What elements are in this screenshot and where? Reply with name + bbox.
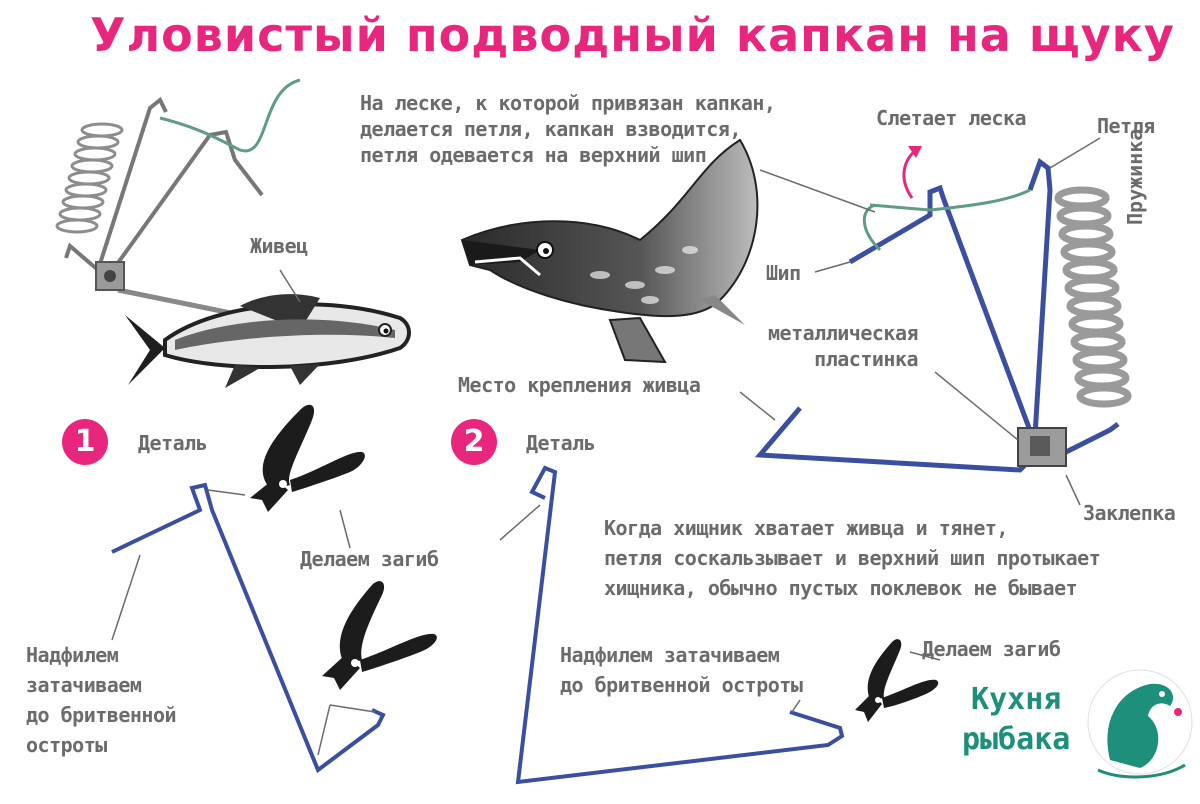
detail-2-wire [515,465,845,785]
logo-emblem [1087,669,1193,779]
pliers-3 [855,639,939,722]
label-sletaet-leska: Слетает леска [876,106,1027,130]
step-1-badge: 1 [62,419,108,465]
callout-lines [739,137,1101,506]
label-sharpen-1: Надфилем затачиваем до бритвенной острот… [26,643,177,757]
blue-wire-main [754,184,1041,473]
blue-line [869,188,1031,212]
logo-text: Кухня рыбака [962,682,1071,757]
detail-1-wire [111,482,386,774]
label-petlya: Петля [1097,114,1155,138]
label-zhivets: Живец [250,234,308,258]
label-make-bend-2: Делаем загиб [922,637,1061,661]
label-make-bend-1: Делаем загиб [300,547,439,571]
label-sharpen-2: Надфилем затачиваем до бритвенной острот… [560,643,803,697]
arrow-up [902,148,918,199]
page-title: Уловистый подводный капкан на щуку [90,8,1175,62]
label-pruzhinka: Пружинка [1123,128,1147,225]
label-detal-1: Деталь [138,431,208,455]
detail-1-callouts [111,489,376,756]
label-when-predator: Когда хищник хватает живца и тянет, петл… [604,516,1101,600]
sketch-spring [55,122,124,234]
pike-fish [460,138,759,364]
sketch-wire [64,96,264,276]
trap-sketch [55,78,411,388]
label-detal-2: Деталь [526,431,596,455]
pliers-1 [250,404,365,512]
label-metal-plate: металлическая пластинка [768,321,919,371]
sketch-line [159,78,301,153]
step-2-badge: 2 [451,419,497,465]
detail-2-callouts [499,504,941,713]
sketch-plate [95,261,125,291]
blue-trap [754,146,1132,473]
label-ship: Шип [766,261,801,285]
pliers-2 [322,581,437,690]
blue-spring [1054,186,1132,408]
instruction-top: На леске, к которой привязан капкан, дел… [360,91,776,167]
blue-wire-right [1027,157,1120,458]
label-attach-place: Место крепления живца [458,373,701,397]
label-zaklepka: Заклепка [1083,501,1176,525]
bait-fish [125,294,411,388]
